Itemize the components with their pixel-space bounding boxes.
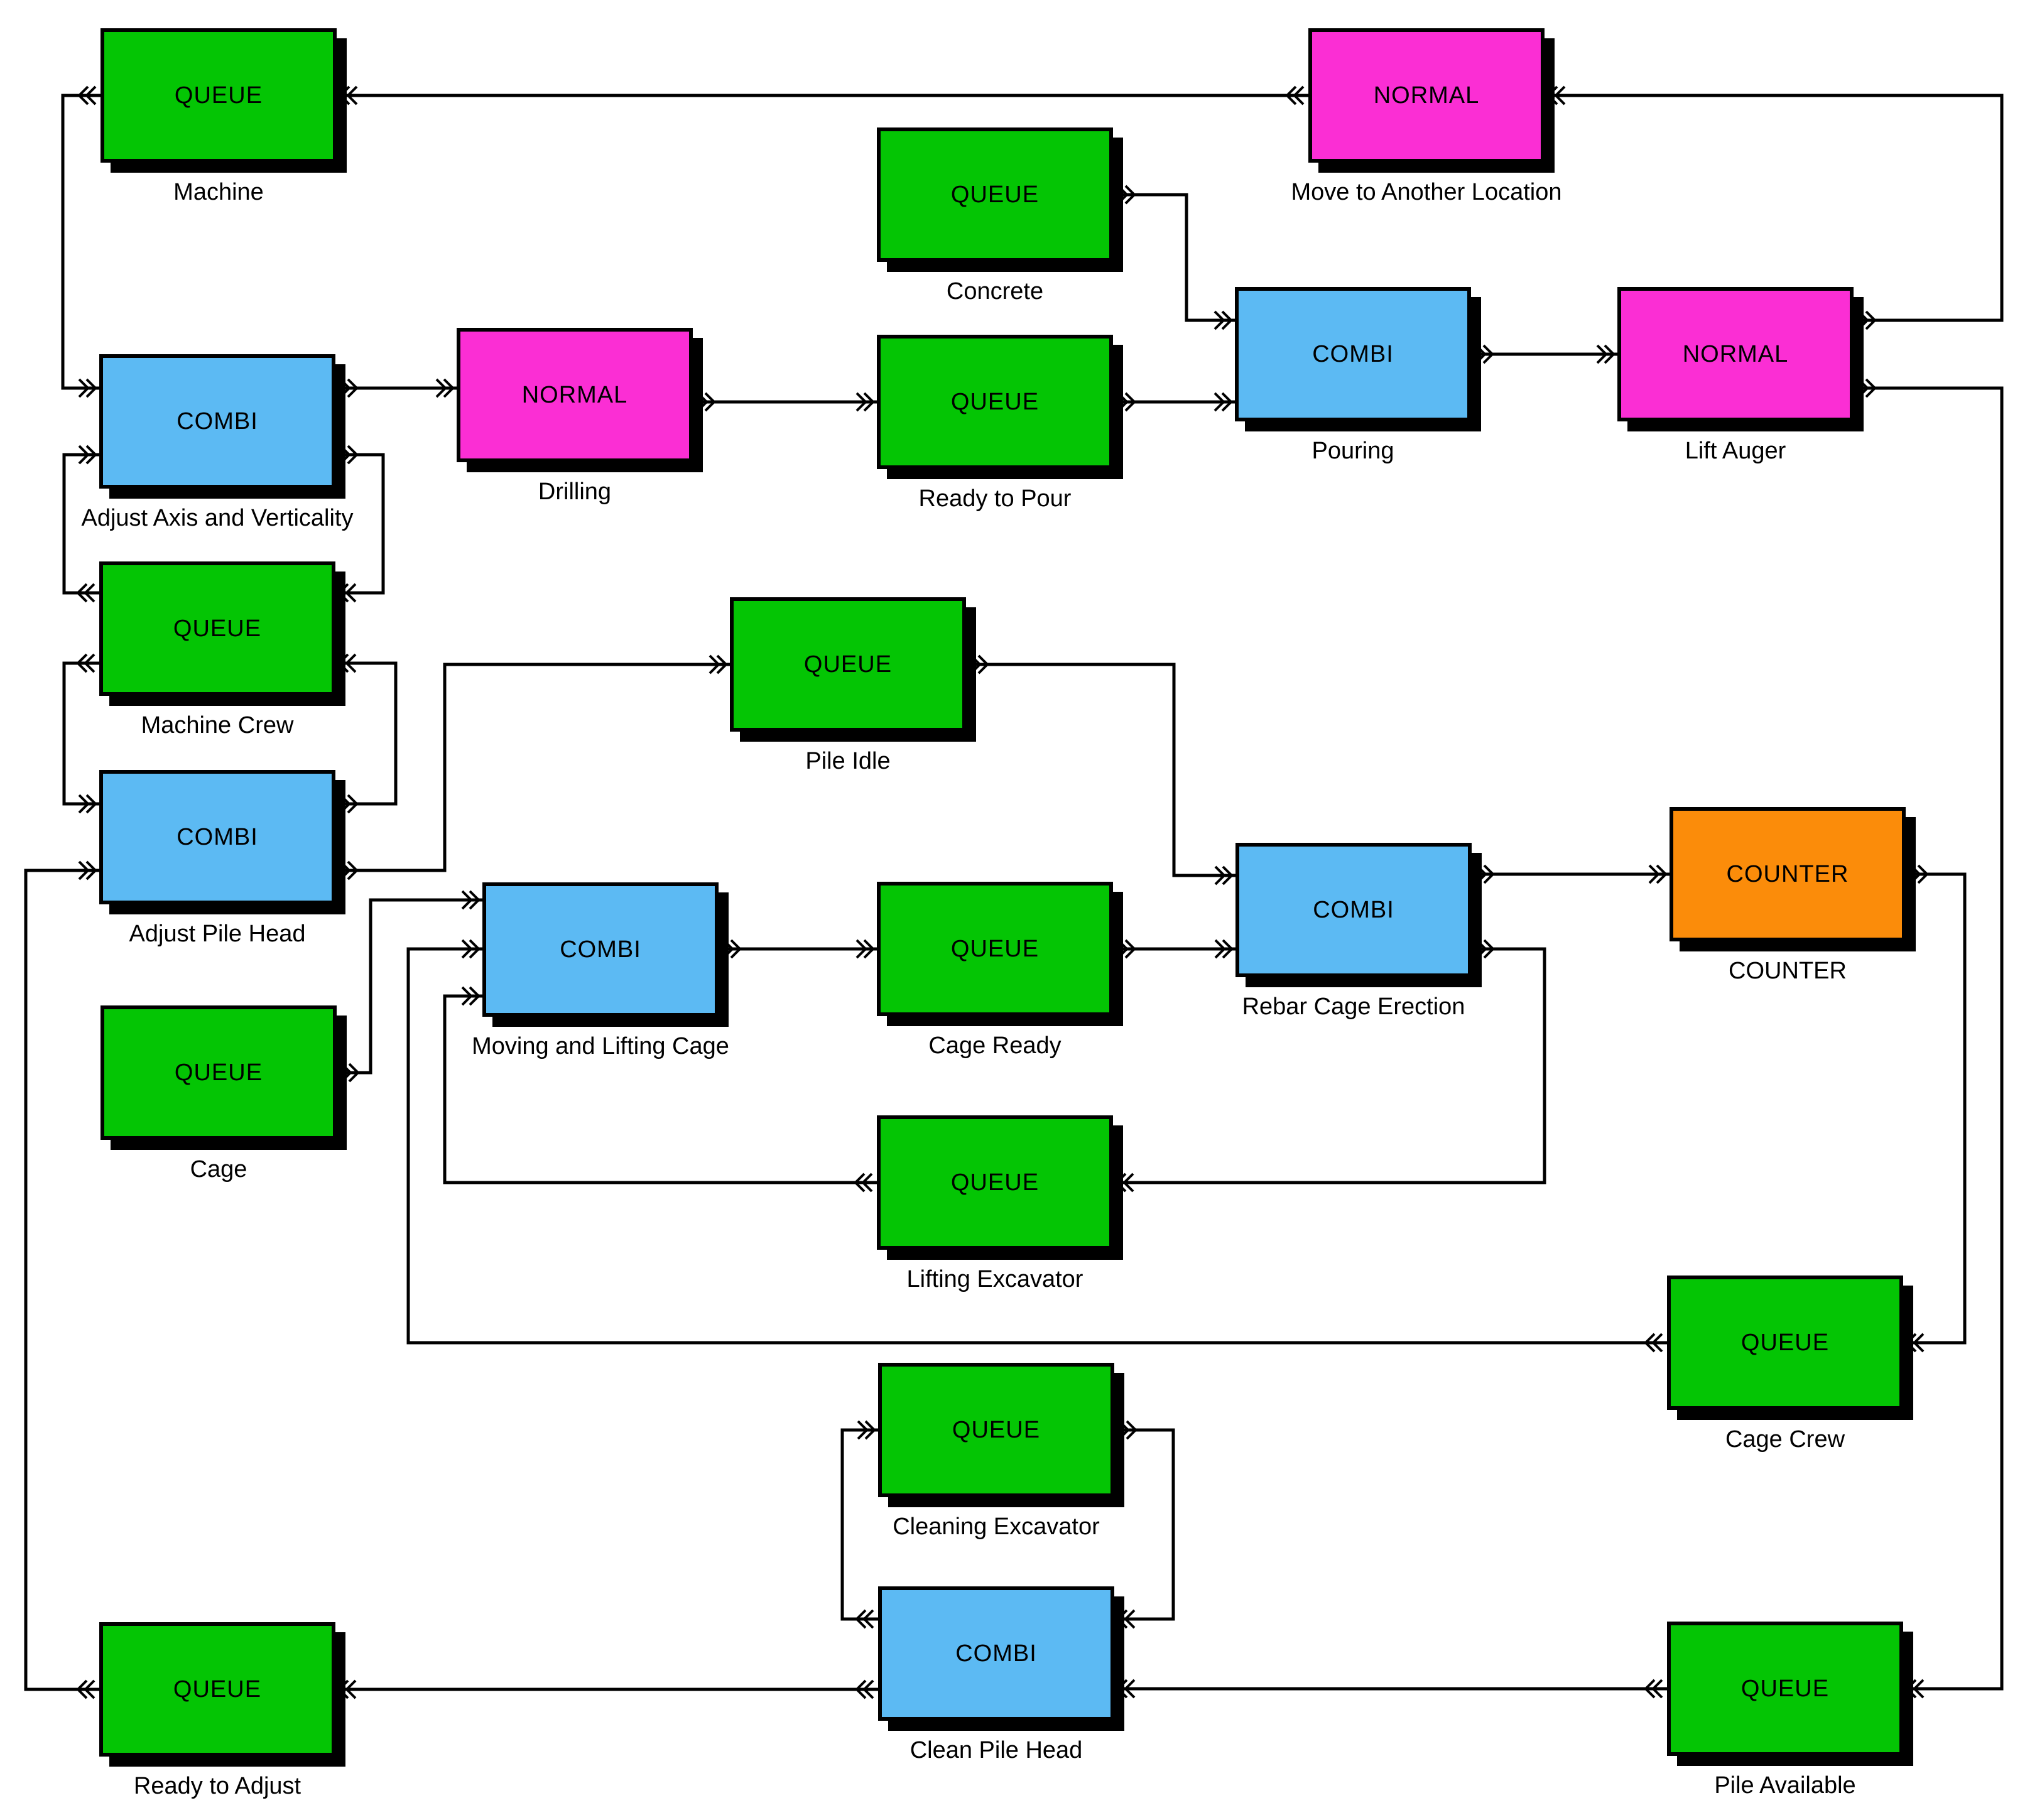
node-lift-auger[interactable]: NORMAL bbox=[1617, 287, 1854, 421]
node-type-label: QUEUE bbox=[952, 1416, 1041, 1443]
node-caption: COUNTER bbox=[1729, 958, 1847, 984]
node-caption: Machine bbox=[173, 179, 264, 205]
node-type-label: QUEUE bbox=[950, 388, 1040, 415]
node-counter[interactable]: COUNTER bbox=[1670, 807, 1906, 941]
edge-adjust-axis-to-machine-crew bbox=[335, 445, 385, 603]
node-pouring[interactable]: COMBI bbox=[1235, 287, 1471, 421]
node-caption: Rebar Cage Erection bbox=[1242, 994, 1465, 1020]
node-type-label: NORMAL bbox=[1373, 82, 1480, 109]
node-pile-idle[interactable]: QUEUE bbox=[730, 597, 966, 732]
edge-clean-pile-head-to-cleaning-excavator bbox=[840, 1420, 878, 1629]
edge-machine-crew-to-adjust-axis bbox=[62, 445, 99, 603]
node-caption: Cage Crew bbox=[1725, 1426, 1845, 1453]
node-caption: Drilling bbox=[538, 479, 612, 505]
node-pile-available[interactable]: QUEUE bbox=[1667, 1622, 1903, 1756]
node-rebar-cage-erection[interactable]: COMBI bbox=[1235, 843, 1472, 977]
node-type-label: COMBI bbox=[176, 823, 258, 850]
node-type-label: COMBI bbox=[176, 408, 258, 435]
node-type-label: COMBI bbox=[1312, 340, 1394, 367]
edge-lift-auger-to-move bbox=[1545, 85, 2004, 330]
edge-adjust-pile-head-to-pile-idle bbox=[335, 654, 730, 880]
node-type-label: QUEUE bbox=[1740, 1329, 1830, 1356]
node-adjust-axis[interactable]: COMBI bbox=[99, 354, 335, 489]
node-move-location[interactable]: NORMAL bbox=[1308, 28, 1545, 163]
node-caption: Lifting Excavator bbox=[906, 1266, 1083, 1292]
edge-machine-crew-to-adjust-pile-head bbox=[62, 653, 99, 814]
node-clean-pile-head[interactable]: COMBI bbox=[878, 1586, 1114, 1721]
node-type-label: QUEUE bbox=[174, 1059, 263, 1086]
node-drilling[interactable]: NORMAL bbox=[457, 328, 693, 462]
node-caption: Cage bbox=[190, 1156, 247, 1183]
node-type-label: COMBI bbox=[1313, 896, 1394, 923]
node-type-label: QUEUE bbox=[803, 651, 893, 678]
node-cage[interactable]: QUEUE bbox=[100, 1005, 337, 1140]
node-type-label: QUEUE bbox=[950, 181, 1040, 208]
node-adjust-pile-head[interactable]: COMBI bbox=[99, 770, 335, 904]
edge-concrete-to-pouring bbox=[1113, 185, 1235, 330]
edge-pile-idle-to-rebar bbox=[966, 654, 1235, 886]
node-caption: Moving and Lifting Cage bbox=[472, 1033, 729, 1059]
edge-machine-to-adjust-axis bbox=[61, 85, 100, 398]
node-type-label: QUEUE bbox=[950, 935, 1040, 962]
node-type-label: QUEUE bbox=[1740, 1675, 1830, 1702]
node-caption: Adjust Axis and Verticality bbox=[81, 505, 354, 531]
edge-lifting-excavator-to-moving-cage bbox=[443, 986, 877, 1193]
edge-cage-to-moving-cage bbox=[337, 890, 482, 1083]
node-type-label: NORMAL bbox=[1682, 340, 1789, 367]
node-moving-lifting-cage[interactable]: COMBI bbox=[482, 882, 719, 1017]
node-type-label: COMBI bbox=[560, 936, 641, 963]
node-cage-crew[interactable]: QUEUE bbox=[1667, 1276, 1903, 1410]
node-type-label: COUNTER bbox=[1726, 860, 1849, 887]
node-caption: Move to Another Location bbox=[1291, 179, 1562, 205]
node-caption: Machine Crew bbox=[141, 712, 294, 739]
edge-cage-crew-to-moving-cage bbox=[406, 939, 1667, 1353]
edge-adjust-pile-head-to-machine-crew bbox=[335, 653, 398, 814]
node-type-label: QUEUE bbox=[173, 1676, 262, 1703]
edge-cleaning-excavator-to-clean-pile-head bbox=[1114, 1420, 1175, 1629]
node-caption: Cage Ready bbox=[928, 1032, 1062, 1059]
node-caption: Ready to Pour bbox=[918, 485, 1072, 512]
node-caption: Ready to Adjust bbox=[133, 1773, 301, 1799]
node-caption: Concrete bbox=[946, 278, 1044, 305]
edge-rebar-to-lifting-excavator bbox=[1113, 939, 1546, 1193]
node-caption: Pile Idle bbox=[805, 748, 891, 774]
edge-lift-auger-to-pile-available bbox=[1854, 378, 2004, 1699]
node-caption: Pouring bbox=[1311, 438, 1394, 464]
node-ready-to-pour[interactable]: QUEUE bbox=[877, 335, 1113, 469]
node-caption: Lift Auger bbox=[1685, 438, 1786, 464]
node-machine[interactable]: QUEUE bbox=[100, 28, 337, 163]
node-cleaning-excavator[interactable]: QUEUE bbox=[878, 1363, 1114, 1497]
node-type-label: QUEUE bbox=[950, 1169, 1040, 1196]
node-type-label: COMBI bbox=[955, 1640, 1037, 1667]
node-cage-ready[interactable]: QUEUE bbox=[877, 882, 1113, 1016]
node-caption: Adjust Pile Head bbox=[129, 921, 306, 947]
node-caption: Cleaning Excavator bbox=[893, 1514, 1100, 1540]
node-caption: Clean Pile Head bbox=[910, 1737, 1083, 1763]
node-concrete[interactable]: QUEUE bbox=[877, 127, 1113, 262]
node-type-label: QUEUE bbox=[174, 82, 263, 109]
edge-ready-to-adjust-to-adjust-pile-head bbox=[24, 860, 99, 1699]
edge-counter-to-cage-crew bbox=[1903, 864, 1967, 1353]
node-type-label: NORMAL bbox=[521, 381, 628, 408]
node-lifting-excavator[interactable]: QUEUE bbox=[877, 1115, 1113, 1250]
node-type-label: QUEUE bbox=[173, 615, 262, 642]
node-ready-to-adjust[interactable]: QUEUE bbox=[99, 1622, 335, 1757]
node-caption: Pile Available bbox=[1714, 1772, 1856, 1799]
node-machine-crew[interactable]: QUEUE bbox=[99, 561, 335, 696]
